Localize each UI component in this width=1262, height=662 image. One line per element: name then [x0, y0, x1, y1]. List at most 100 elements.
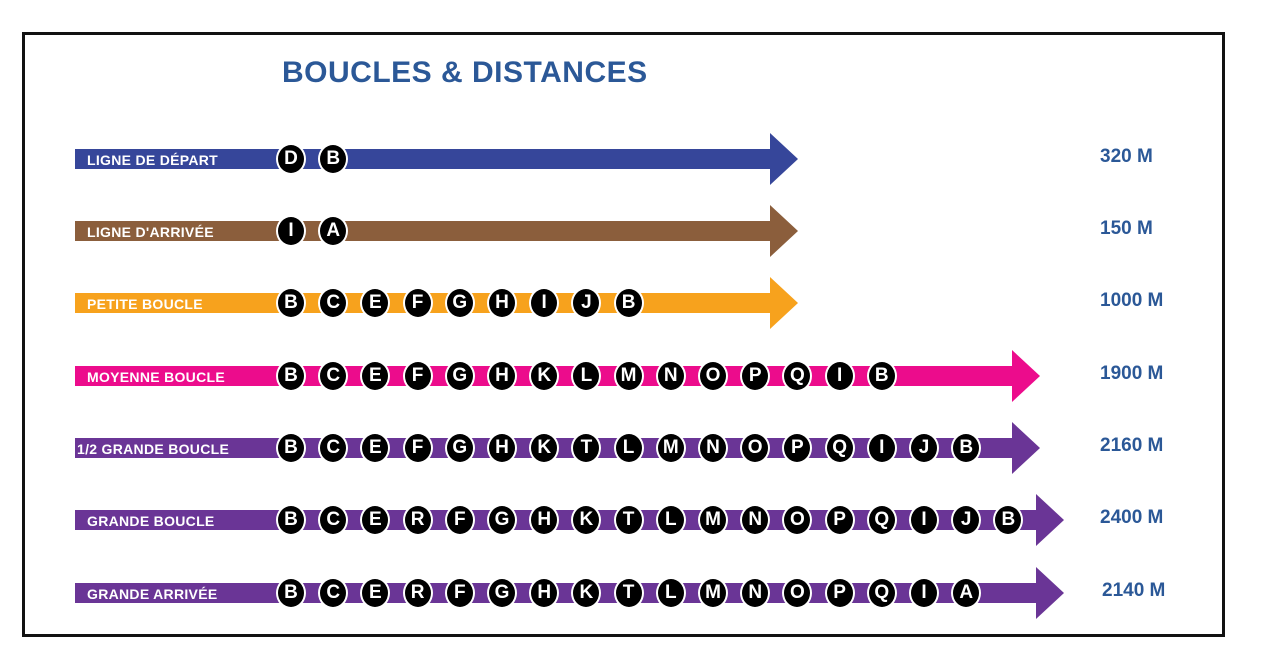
stop-marker: F [444, 577, 475, 609]
stop-marker: C [318, 432, 349, 464]
route-distance: 2400 M [1100, 507, 1164, 528]
stop-marker: F [402, 287, 433, 319]
stop-marker: N [740, 504, 771, 536]
stop-marker: I [909, 504, 939, 536]
stop-marker: E [360, 360, 391, 392]
stop-marker: G [444, 287, 475, 319]
stop-marker: K [529, 360, 560, 392]
stop-marker: B [276, 577, 306, 609]
stop-marker: A [318, 215, 349, 247]
diagram-title: BOUCLES & DISTANCES [282, 56, 648, 89]
arrow-head-icon [1036, 567, 1064, 619]
stop-marker: B [613, 287, 644, 319]
stop-marker: Q [824, 432, 855, 464]
stop-marker: C [318, 577, 349, 609]
stop-marker: M [655, 432, 686, 464]
stop-marker: P [824, 504, 855, 536]
stop-marker: B [276, 360, 306, 392]
arrow-head-icon [770, 133, 798, 185]
stop-marker: I [866, 432, 897, 464]
stop-marker: I [824, 360, 855, 392]
stop-marker: N [655, 360, 686, 392]
stop-marker: F [402, 360, 433, 392]
route-bar [75, 149, 770, 169]
route-label: LIGNE DE DÉPART [87, 152, 219, 168]
route-label: 1/2 GRANDE BOUCLE [77, 441, 230, 457]
stop-marker: F [444, 504, 475, 536]
stop-marker: H [487, 432, 517, 464]
stop-marker: R [402, 504, 433, 536]
stop-marker: C [318, 287, 349, 319]
stop-marker: F [402, 432, 433, 464]
route-label: MOYENNE BOUCLE [87, 369, 225, 385]
stop-marker: K [529, 432, 560, 464]
stop-marker: H [529, 577, 560, 609]
stop-marker: G [444, 360, 475, 392]
stop-marker: H [529, 504, 560, 536]
route-label: PETITE BOUCLE [87, 296, 203, 312]
arrow-head-icon [1036, 494, 1064, 546]
route-label: GRANDE ARRIVÉE [87, 586, 218, 602]
stop-marker: E [360, 504, 391, 536]
route-distance: 320 M [1100, 146, 1153, 167]
stop-marker: Q [782, 360, 813, 392]
route-distance: 1900 M [1100, 363, 1164, 384]
stop-marker: T [613, 577, 644, 609]
arrow-head-icon [1012, 350, 1040, 402]
stop-marker: I [909, 577, 939, 609]
diagram-frame [22, 32, 1225, 637]
stop-marker: N [740, 577, 771, 609]
stop-marker: H [487, 360, 517, 392]
stop-marker: P [824, 577, 855, 609]
stop-marker: M [698, 504, 728, 536]
stop-marker: A [951, 577, 982, 609]
stop-marker: Q [866, 577, 897, 609]
stop-marker: I [529, 287, 560, 319]
stop-marker: J [909, 432, 939, 464]
route-label: LIGNE D'ARRIVÉE [87, 224, 214, 240]
stop-marker: C [318, 360, 349, 392]
stop-marker: L [613, 432, 644, 464]
stop-marker: K [571, 577, 602, 609]
stop-marker: R [402, 577, 433, 609]
stop-marker: O [782, 577, 813, 609]
stop-marker: P [782, 432, 813, 464]
stop-marker: D [276, 143, 306, 175]
stop-marker: L [655, 504, 686, 536]
stop-marker: J [571, 287, 602, 319]
stop-marker: B [993, 504, 1024, 536]
route-distance: 2160 M [1100, 435, 1164, 456]
stop-marker: P [740, 360, 771, 392]
stop-marker: K [571, 504, 602, 536]
route-bar [75, 221, 770, 241]
stop-marker: B [866, 360, 897, 392]
arrow-head-icon [770, 277, 798, 329]
stop-marker: O [740, 432, 771, 464]
stop-marker: H [487, 287, 517, 319]
stop-marker: J [951, 504, 982, 536]
arrow-head-icon [770, 205, 798, 257]
stop-marker: G [487, 577, 517, 609]
stop-marker: B [951, 432, 982, 464]
stop-marker: B [318, 143, 349, 175]
stop-marker: I [276, 215, 306, 247]
stop-marker: B [276, 287, 306, 319]
stop-marker: E [360, 577, 391, 609]
arrow-head-icon [1012, 422, 1040, 474]
stop-marker: M [698, 577, 728, 609]
route-label: GRANDE BOUCLE [87, 513, 215, 529]
stop-marker: T [613, 504, 644, 536]
stop-marker: T [571, 432, 602, 464]
route-distance: 150 M [1100, 218, 1153, 239]
stop-marker: G [487, 504, 517, 536]
stop-marker: B [276, 504, 306, 536]
stop-marker: Q [866, 504, 897, 536]
stop-marker: G [444, 432, 475, 464]
stop-marker: C [318, 504, 349, 536]
route-distance: 1000 M [1100, 290, 1164, 311]
stop-marker: N [698, 432, 728, 464]
route-distance: 2140 M [1102, 580, 1166, 601]
stop-marker: E [360, 287, 391, 319]
stop-marker: L [571, 360, 602, 392]
stop-marker: O [698, 360, 728, 392]
